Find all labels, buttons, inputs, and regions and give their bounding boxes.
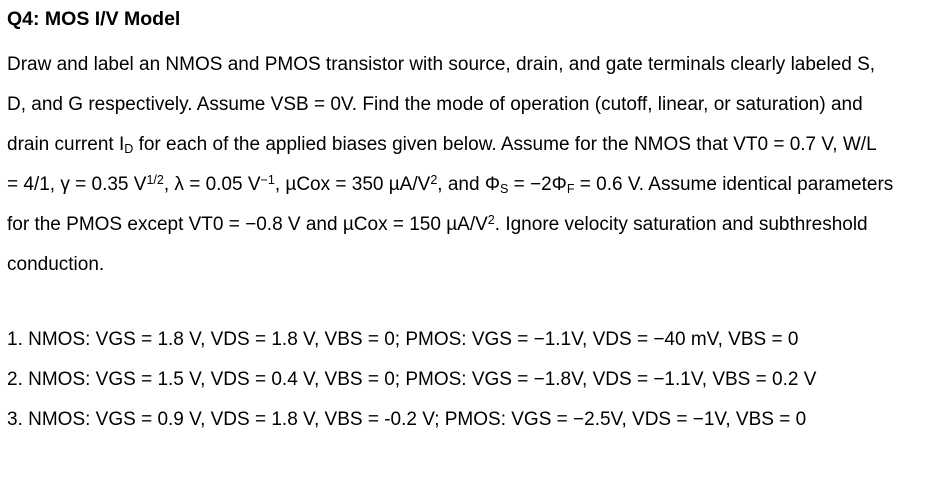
paragraph-line: for the PMOS except VT0 = −0.8 V and µCo…: [7, 213, 868, 235]
bias-item: 1. NMOS: VGS = 1.8 V, VDS = 1.8 V, VBS =…: [7, 329, 799, 350]
paragraph-line: Draw and label an NMOS and PMOS transist…: [7, 54, 876, 75]
paragraph-line: drain current ID for each of the applied…: [7, 134, 877, 156]
bias-item: 2. NMOS: VGS = 1.5 V, VDS = 0.4 V, VBS =…: [7, 369, 817, 390]
paragraph-line: conduction.: [7, 254, 105, 275]
paragraph-line: = 4/1, γ = 0.35 V1/2, λ = 0.05 V−1, µCox…: [7, 173, 894, 196]
question-paragraph: Draw and label an NMOS and PMOS transist…: [7, 45, 947, 285]
question-title: Q4: MOS I/V Model: [7, 8, 181, 30]
bias-list: 1. NMOS: VGS = 1.8 V, VDS = 1.8 V, VBS =…: [7, 320, 947, 440]
paragraph-line: D, and G respectively. Assume VSB = 0V. …: [7, 94, 863, 115]
bias-item: 3. NMOS: VGS = 0.9 V, VDS = 1.8 V, VBS =…: [7, 409, 807, 430]
